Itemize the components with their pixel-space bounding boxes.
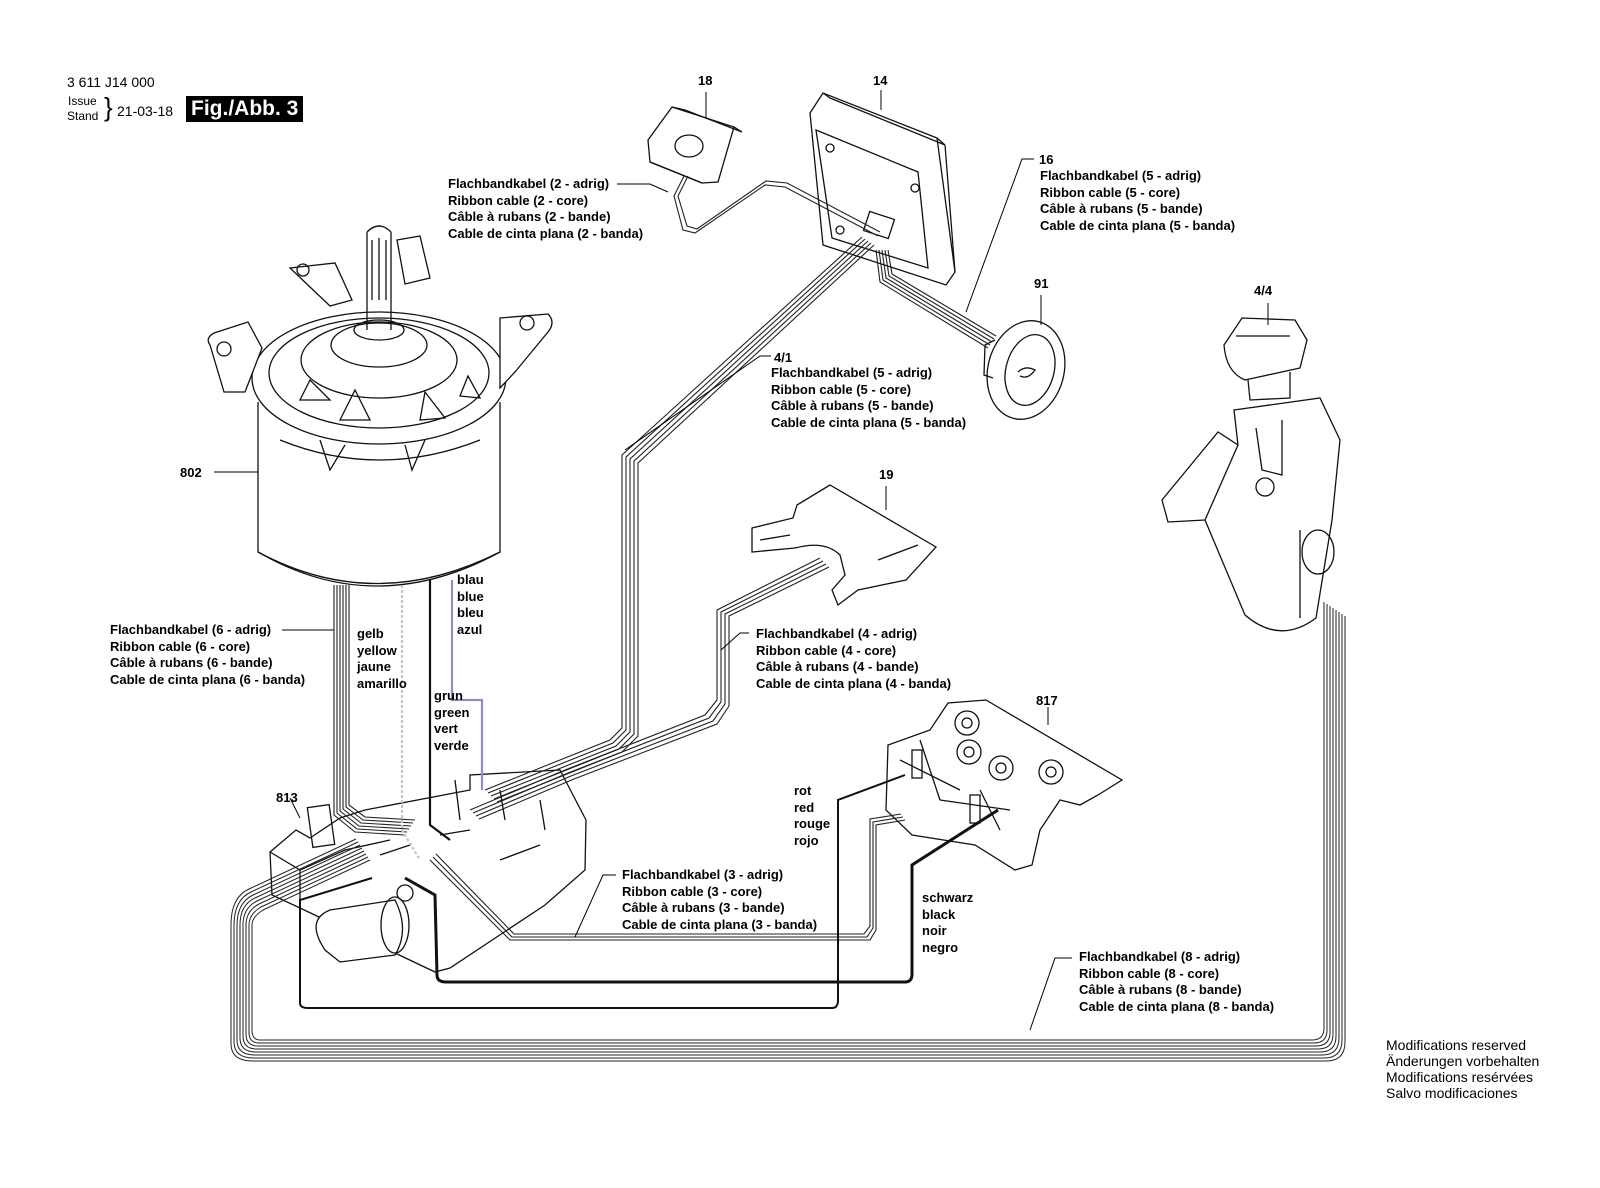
part-label-817: 817 (1036, 693, 1058, 708)
cable-4-core (469, 557, 830, 820)
part-label-91: 91 (1034, 276, 1049, 291)
cable-2-core (673, 175, 881, 237)
part-18 (647, 106, 743, 184)
part-label-802: 802 (180, 465, 202, 480)
part-4-4 (1161, 317, 1341, 632)
wire-red (299, 774, 906, 1009)
cable-label-3-core: Flachbandkabel (3 - adrig)Ribbon cable (… (622, 867, 818, 932)
cable-label-2-core: Flachbandkabel (2 - adrig)Ribbon cable (… (448, 176, 644, 241)
wire-black (404, 808, 999, 984)
part-number: 3 611 J14 000 (67, 74, 155, 90)
cable-label-4-core: Flachbandkabel (4 - adrig)Ribbon cable (… (756, 626, 952, 691)
figure-label: Fig./Abb. 3 (186, 96, 304, 122)
part-817 (885, 699, 1124, 871)
part-label-18: 18 (698, 73, 713, 88)
part-label-16: 16 (1039, 152, 1054, 167)
bracket: } (104, 92, 113, 122)
part-19 (751, 484, 938, 607)
wire-green (428, 580, 451, 841)
part-label-813: 813 (276, 790, 298, 805)
part-label-14: 14 (873, 73, 888, 88)
cable-5-core-a (875, 249, 997, 349)
cable-6-core (333, 585, 416, 836)
issue-date: 21-03-18 (117, 103, 174, 119)
motor-802 (207, 225, 553, 587)
issue-label: Issue (68, 94, 97, 108)
part-label-4-4: 4/4 (1254, 283, 1273, 298)
cable-label-8-core: Flachbandkabel (8 - adrig)Ribbon cable (… (1079, 949, 1275, 1014)
wire-blue (450, 580, 484, 790)
cable-label-6-core: Flachbandkabel (6 - adrig)Ribbon cable (… (110, 622, 306, 687)
part-label-19: 19 (879, 467, 894, 482)
cable-3-core (429, 813, 906, 941)
cable-label-5-core-b: Flachbandkabel (5 - adrig)Ribbon cable (… (771, 365, 967, 430)
stand-label: Stand (67, 109, 99, 123)
cable-label-5-core-a: Flachbandkabel (5 - adrig)Ribbon cable (… (1040, 168, 1236, 233)
wire-yellow (400, 585, 421, 861)
part-91 (983, 320, 1066, 420)
part-813 (269, 769, 587, 973)
part-label-4-1: 4/1 (774, 350, 793, 365)
cable-8-core (230, 602, 1346, 1062)
